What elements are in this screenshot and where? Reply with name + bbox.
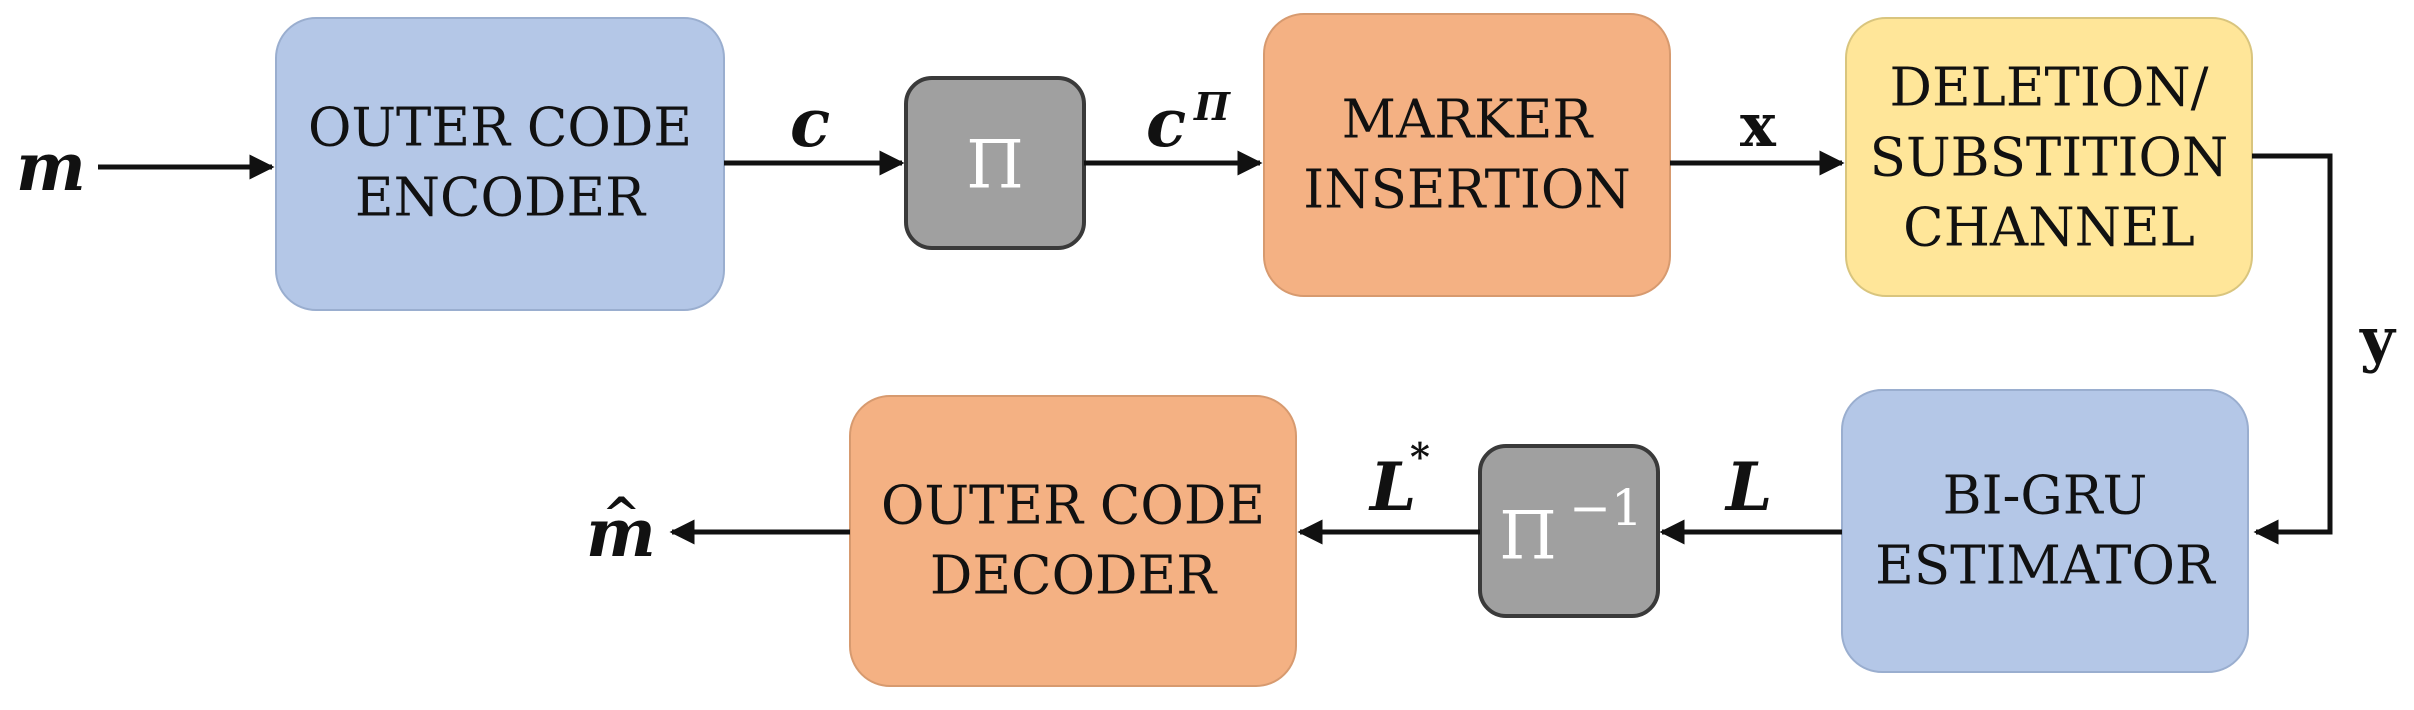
outer-code-decoder-label-line2: DECODER bbox=[930, 546, 1218, 607]
marker-insertion-block: MARKER INSERTION bbox=[1263, 13, 1671, 297]
deinterleaver-symbol: Π bbox=[1499, 498, 1557, 575]
outer-code-encoder-box bbox=[275, 17, 725, 311]
bi-gru-estimator-box bbox=[1841, 389, 2249, 673]
marker-insertion-label-line1: MARKER bbox=[1342, 90, 1595, 151]
outer-code-encoder-label-line2: ENCODER bbox=[355, 168, 647, 229]
signal-label-c: c bbox=[790, 84, 830, 162]
signal-label-l-star: L bbox=[1368, 448, 1416, 526]
signal-label-c-pi: c bbox=[1146, 84, 1186, 162]
marker-insertion-box bbox=[1263, 13, 1671, 297]
bi-gru-estimator-label-line2: ESTIMATOR bbox=[1875, 536, 2217, 597]
interleaver-block: Π bbox=[904, 76, 1086, 250]
marker-insertion-label-line2: INSERTION bbox=[1303, 160, 1630, 221]
channel-label-line2: SUBSTITION bbox=[1870, 128, 2229, 189]
channel-block: DELETION/ SUBSTITION CHANNEL bbox=[1845, 17, 2253, 297]
deinterleaver-exponent: −1 bbox=[1569, 479, 1643, 537]
outer-code-decoder-box bbox=[849, 395, 1297, 687]
signal-label-m-hat: m bbox=[586, 494, 656, 572]
outer-code-encoder-block: OUTER CODE ENCODER bbox=[275, 17, 725, 311]
signal-label-x: x bbox=[1740, 91, 1777, 161]
signal-label-m-hat-accent: ^ bbox=[602, 487, 641, 541]
outer-code-decoder-label-line1: OUTER CODE bbox=[881, 476, 1265, 537]
channel-label-line3: CHANNEL bbox=[1903, 198, 2195, 259]
signal-label-l-star-superscript: * bbox=[1410, 434, 1430, 479]
signal-label-y: y bbox=[2359, 305, 2397, 375]
bi-gru-estimator-block: BI-GRU ESTIMATOR bbox=[1841, 389, 2249, 673]
signal-label-m: m bbox=[16, 128, 86, 206]
interleaver-symbol: Π bbox=[966, 127, 1024, 204]
deinterleaver-block: Π −1 bbox=[1478, 444, 1660, 618]
signal-label-l: L bbox=[1724, 448, 1772, 526]
signal-label-c-pi-superscript: Π bbox=[1193, 84, 1231, 129]
arrow-channel-to-estimator bbox=[2252, 153, 2333, 545]
channel-label-line1: DELETION/ bbox=[1889, 58, 2208, 119]
bi-gru-estimator-label-line1: BI-GRU bbox=[1943, 466, 2148, 527]
outer-code-decoder-block: OUTER CODE DECODER bbox=[849, 395, 1297, 687]
outer-code-encoder-label-line1: OUTER CODE bbox=[308, 98, 692, 159]
